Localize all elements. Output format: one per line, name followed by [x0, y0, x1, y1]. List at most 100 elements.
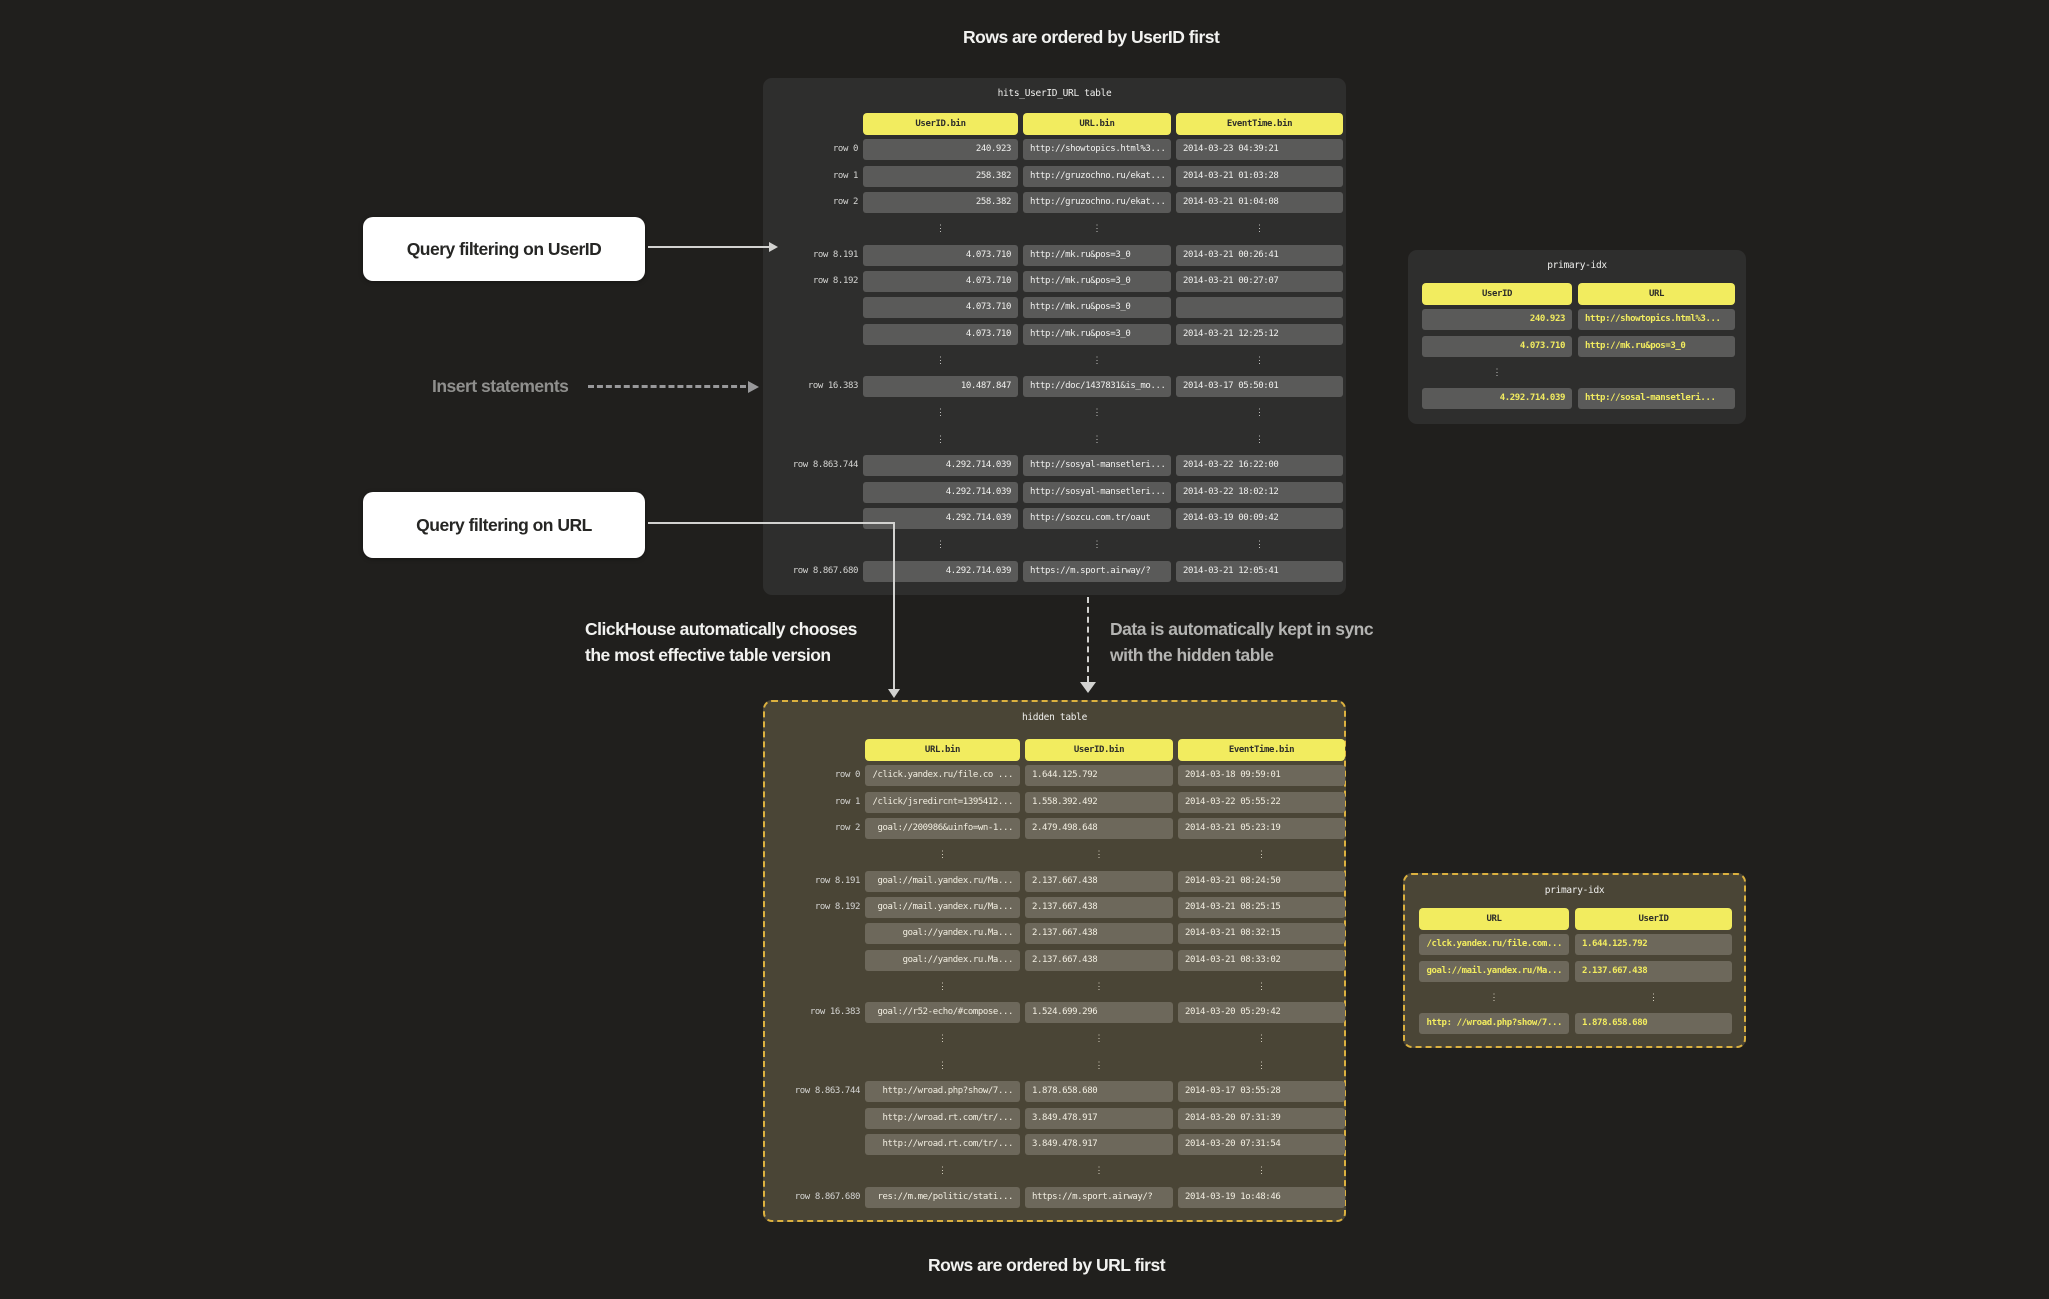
table-cell: 258.382: [863, 192, 1018, 214]
row-label: [772, 1161, 860, 1182]
table-cell: 4.073.710: [863, 297, 1018, 319]
table-cell: 2.137.667.438: [1025, 870, 1173, 892]
table-cell: http://wroad.rt.com/tr/...: [865, 1107, 1020, 1129]
row-label: [772, 1055, 860, 1076]
ellipsis-row: [1578, 362, 1735, 383]
row-label: [770, 218, 858, 239]
table-cell: 2014-03-21 12:05:41: [1176, 560, 1343, 582]
row-label: [770, 535, 858, 556]
insert-statements-arrow-line: [588, 385, 746, 388]
ellipsis-row: ⋮: [1649, 992, 1658, 1003]
table-cell: 2014-03-21 01:03:28: [1176, 165, 1343, 187]
ellipsis-row: ⋮: [1092, 223, 1102, 234]
table-cell: 2014-03-20 05:29:42: [1178, 1002, 1345, 1024]
table-cell: 2014-03-21 08:33:02: [1178, 949, 1345, 971]
table-cell: 3.849.478.917: [1025, 1107, 1173, 1129]
row-label: [770, 482, 858, 503]
row-label: [770, 113, 858, 134]
ellipsis-row: ⋮: [936, 355, 945, 366]
table-cell: http://gruzochno.ru/ekat...: [1023, 192, 1171, 214]
table-cell: 10.487.847: [863, 376, 1018, 398]
table-cell: http://sosal-mansetleri...: [1578, 388, 1735, 410]
row-label: [772, 1108, 860, 1129]
row-label: [772, 844, 860, 865]
insert-statements-arrow-icon: [748, 381, 759, 393]
table-cell: goal://mail.yandex.ru/Ma...: [1419, 960, 1569, 982]
table-cell: 2.137.667.438: [1025, 923, 1173, 945]
table-cell: 2014-03-21 05:23:19: [1178, 818, 1345, 840]
table-cell: http://doc/1437831&is_mo...: [1023, 376, 1171, 398]
ellipsis-row: ⋮: [1094, 849, 1104, 860]
row-label: [772, 950, 860, 971]
row-label: [772, 1134, 860, 1155]
row-label: row 8.192: [812, 276, 859, 287]
row-label: [770, 297, 858, 318]
table-cell: goal://200986&uinfo=wn-1...: [865, 818, 1020, 840]
column-header: URL: [1578, 283, 1735, 305]
row-label: row 1: [834, 796, 860, 807]
ellipsis-row: ⋮: [1257, 1034, 1266, 1045]
row-label: row 16.383: [809, 1007, 861, 1018]
table-cell: http://sosyal-mansetleri...: [1023, 481, 1171, 503]
query-userid-arrow-icon: [769, 242, 778, 252]
table-cell: 4.073.710: [1422, 335, 1572, 357]
table-cell: 2.137.667.438: [1025, 949, 1173, 971]
row-label: [770, 350, 858, 371]
table-cell: 2.137.667.438: [1025, 897, 1173, 919]
ellipsis-row: ⋮: [1255, 408, 1264, 419]
table-cell: http://mk.ru&pos=3_0: [1023, 323, 1171, 345]
query-url-elbow-horizontal: [648, 522, 895, 524]
table-cell: 4.292.714.039: [863, 481, 1018, 503]
ellipsis-row: ⋮: [1257, 849, 1266, 860]
table-cell: http://showtopics.html%3...: [1023, 139, 1171, 161]
table-cell: http://wroad.rt.com/tr/...: [865, 1134, 1020, 1156]
ellipsis-row: ⋮: [1094, 1034, 1104, 1045]
sync-text-line2: with the hidden table: [1110, 645, 1274, 665]
ellipsis-row: ⋮: [1094, 981, 1104, 992]
ellipsis-row: ⋮: [1092, 434, 1102, 445]
table-cell: http://mk.ru&pos=3_0: [1023, 297, 1171, 319]
column-header: UserID: [1575, 908, 1732, 930]
table-cell: /clck.yandex.ru/file.com...: [1419, 934, 1569, 956]
ellipsis-row: ⋮: [1257, 1166, 1266, 1176]
table-cell: 1.644.125.792: [1025, 765, 1173, 787]
query-userid-arrow-line: [648, 246, 770, 248]
table-cell: [1176, 297, 1343, 319]
row-label: row 2: [832, 197, 858, 208]
row-label: row 8.191: [814, 875, 861, 886]
table-cell: 4.073.710: [863, 323, 1018, 345]
row-label: [770, 429, 858, 450]
ellipsis-row: ⋮: [936, 434, 945, 445]
ellipsis-row: ⋮: [938, 1034, 947, 1045]
table-cell: 3.849.478.917: [1025, 1134, 1173, 1156]
table-cell: http://showtopics.html%3...: [1578, 309, 1735, 331]
column-header: UserID.bin: [1025, 739, 1173, 761]
row-label: [772, 923, 860, 944]
ellipsis-row: ⋮: [936, 540, 945, 550]
row-label: row 8.191: [812, 249, 859, 260]
table-cell: 1.878.658.680: [1575, 1013, 1732, 1035]
ellipsis-row: ⋮: [1094, 1060, 1104, 1071]
clickhouse-chooses-line1: ClickHouse automatically chooses: [585, 619, 857, 639]
row-label: [772, 739, 860, 760]
table-cell: 2014-03-23 04:39:21: [1176, 139, 1343, 161]
row-label: row 8.192: [814, 902, 861, 913]
table-cell: http://mk.ru&pos=3_0: [1023, 244, 1171, 266]
table-cell: 1.644.125.792: [1575, 934, 1732, 956]
column-header: URL.bin: [865, 739, 1020, 761]
row-label: [770, 324, 858, 345]
table-cell: 2014-03-19 00:09:42: [1176, 508, 1343, 530]
table-cell: http://gruzochno.ru/ekat...: [1023, 165, 1171, 187]
ellipsis-row: ⋮: [938, 981, 947, 992]
table-cell: 2.137.667.438: [1575, 960, 1732, 982]
table-cell: /click.yandex.ru/file.co ...: [865, 765, 1020, 787]
row-label: row 0: [834, 770, 860, 781]
ellipsis-row: ⋮: [1492, 367, 1502, 378]
table-cell: 2014-03-21 00:27:07: [1176, 271, 1343, 293]
ellipsis-row: ⋮: [938, 849, 947, 860]
table-cell: 258.382: [863, 165, 1018, 187]
